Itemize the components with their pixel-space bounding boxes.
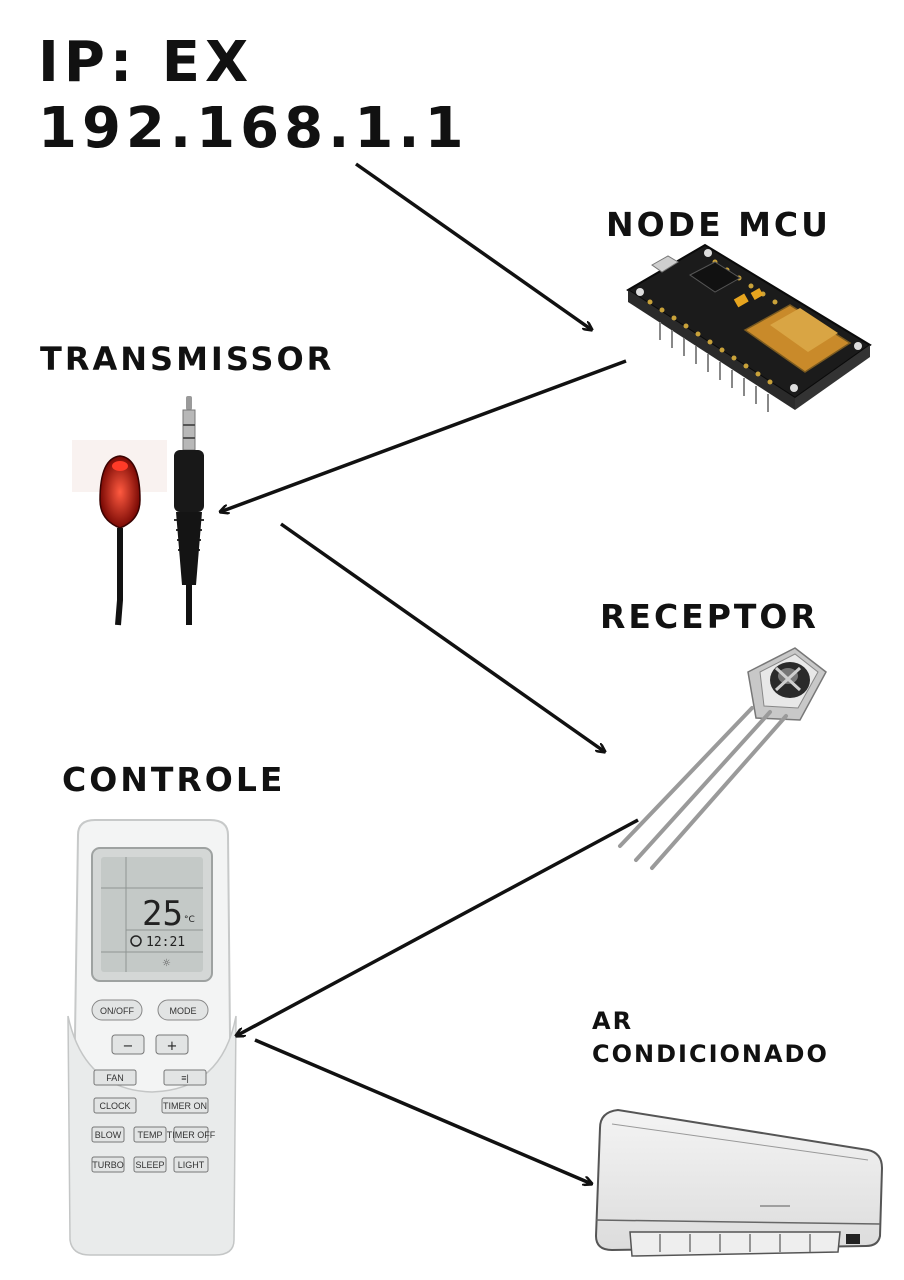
ip-label: IP: EX 192.168.1.1 <box>38 30 469 162</box>
svg-text:TIMER ON: TIMER ON <box>163 1101 207 1111</box>
remote-button-blow[interactable]: BLOW <box>91 1126 125 1143</box>
remote-button-swing[interactable]: ≡| <box>163 1069 207 1086</box>
remote-display-temp: 25 <box>142 894 183 934</box>
nodemcu-board-icon <box>626 243 872 412</box>
ir-transmitter-icon <box>72 396 204 626</box>
connection-arrows <box>220 162 639 1184</box>
svg-text:MODE: MODE <box>170 1006 197 1016</box>
svg-text:+: + <box>167 1039 178 1054</box>
arrow-receptor-to-controle <box>236 818 639 1036</box>
arrow-ip-to-nodemcu <box>354 162 592 330</box>
arrow-controle-to-ar-condicionado <box>254 1038 592 1184</box>
air-conditioner-icon <box>594 1108 884 1257</box>
remote-button-minus[interactable]: − <box>111 1034 145 1055</box>
arrow-transmissor-to-receptor <box>279 522 605 752</box>
arrow-nodemcu-to-transmissor <box>220 359 627 512</box>
remote-button-temp[interactable]: TEMP <box>133 1126 167 1143</box>
remote-button-sleep[interactable]: SLEEP <box>133 1156 167 1173</box>
svg-text:TIMER OFF: TIMER OFF <box>167 1130 216 1140</box>
light-icon: ☼ <box>162 958 171 969</box>
svg-text:ON/OFF: ON/OFF <box>100 1006 134 1016</box>
remote-control-icon: 25 °C 12:21 ☼ ON/OFF MODE − + FAN ≡| <box>67 819 237 1256</box>
remote-display-unit: °C <box>184 915 195 925</box>
remote-button-light[interactable]: LIGHT <box>173 1156 209 1173</box>
ar-condicionado-line2: CONDICIONADO <box>592 1040 829 1068</box>
remote-button-on-off[interactable]: ON/OFF <box>91 999 143 1021</box>
svg-text:CLOCK: CLOCK <box>99 1101 130 1111</box>
remote-button-mode[interactable]: MODE <box>157 999 209 1021</box>
remote-button-clock[interactable]: CLOCK <box>93 1097 137 1114</box>
remote-button-timer-on[interactable]: TIMER ON <box>161 1097 209 1114</box>
controle-label: CONTROLE <box>62 760 286 799</box>
svg-text:BLOW: BLOW <box>95 1130 122 1140</box>
node-mcu-label: NODE MCU <box>606 205 831 244</box>
ip-label-line1: IP: EX <box>38 30 254 95</box>
svg-text:TURBO: TURBO <box>92 1160 124 1170</box>
remote-button-plus[interactable]: + <box>155 1034 189 1055</box>
remote-display-time: 12:21 <box>146 935 185 950</box>
remote-button-turbo[interactable]: TURBO <box>91 1156 125 1173</box>
receptor-label: RECEPTOR <box>600 597 819 636</box>
svg-text:≡|: ≡| <box>181 1073 189 1083</box>
svg-text:LIGHT: LIGHT <box>178 1160 205 1170</box>
svg-text:TEMP: TEMP <box>137 1130 162 1140</box>
svg-text:SLEEP: SLEEP <box>135 1160 164 1170</box>
remote-button-fan[interactable]: FAN <box>93 1069 137 1086</box>
ar-condicionado-label: AR CONDICIONADO <box>592 1005 829 1071</box>
remote-button-timer-off[interactable]: TIMER OFF <box>167 1126 216 1143</box>
ir-receiver-icon <box>618 647 827 870</box>
svg-text:−: − <box>123 1039 134 1054</box>
svg-text:FAN: FAN <box>106 1073 124 1083</box>
transmissor-label: TRANSMISSOR <box>40 340 335 378</box>
ip-label-line2: 192.168.1.1 <box>38 96 469 161</box>
clock-icon <box>130 935 142 947</box>
ar-condicionado-line1: AR <box>592 1007 634 1035</box>
